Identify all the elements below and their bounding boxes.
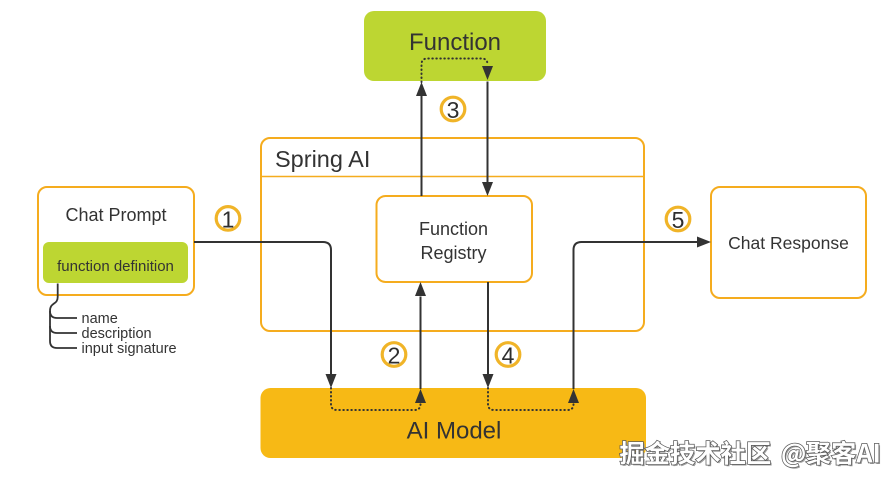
svg-text:3: 3 — [447, 97, 460, 123]
svg-text:2: 2 — [388, 343, 401, 369]
svg-text:Spring AI: Spring AI — [275, 146, 370, 172]
svg-text:Chat Prompt: Chat Prompt — [65, 205, 166, 225]
svg-text:Function: Function — [419, 219, 488, 239]
svg-text:name: name — [82, 311, 118, 327]
svg-text:Registry: Registry — [420, 243, 486, 263]
svg-text:description: description — [82, 326, 152, 342]
svg-text:Chat Response: Chat Response — [728, 233, 849, 253]
svg-text:5: 5 — [672, 207, 685, 233]
svg-text:input signature: input signature — [82, 341, 177, 357]
svg-text:Function: Function — [409, 29, 501, 56]
svg-text:function definition: function definition — [57, 258, 174, 275]
svg-text:AI Model: AI Model — [407, 418, 502, 445]
svg-text:1: 1 — [222, 206, 235, 232]
svg-text:4: 4 — [502, 343, 515, 369]
